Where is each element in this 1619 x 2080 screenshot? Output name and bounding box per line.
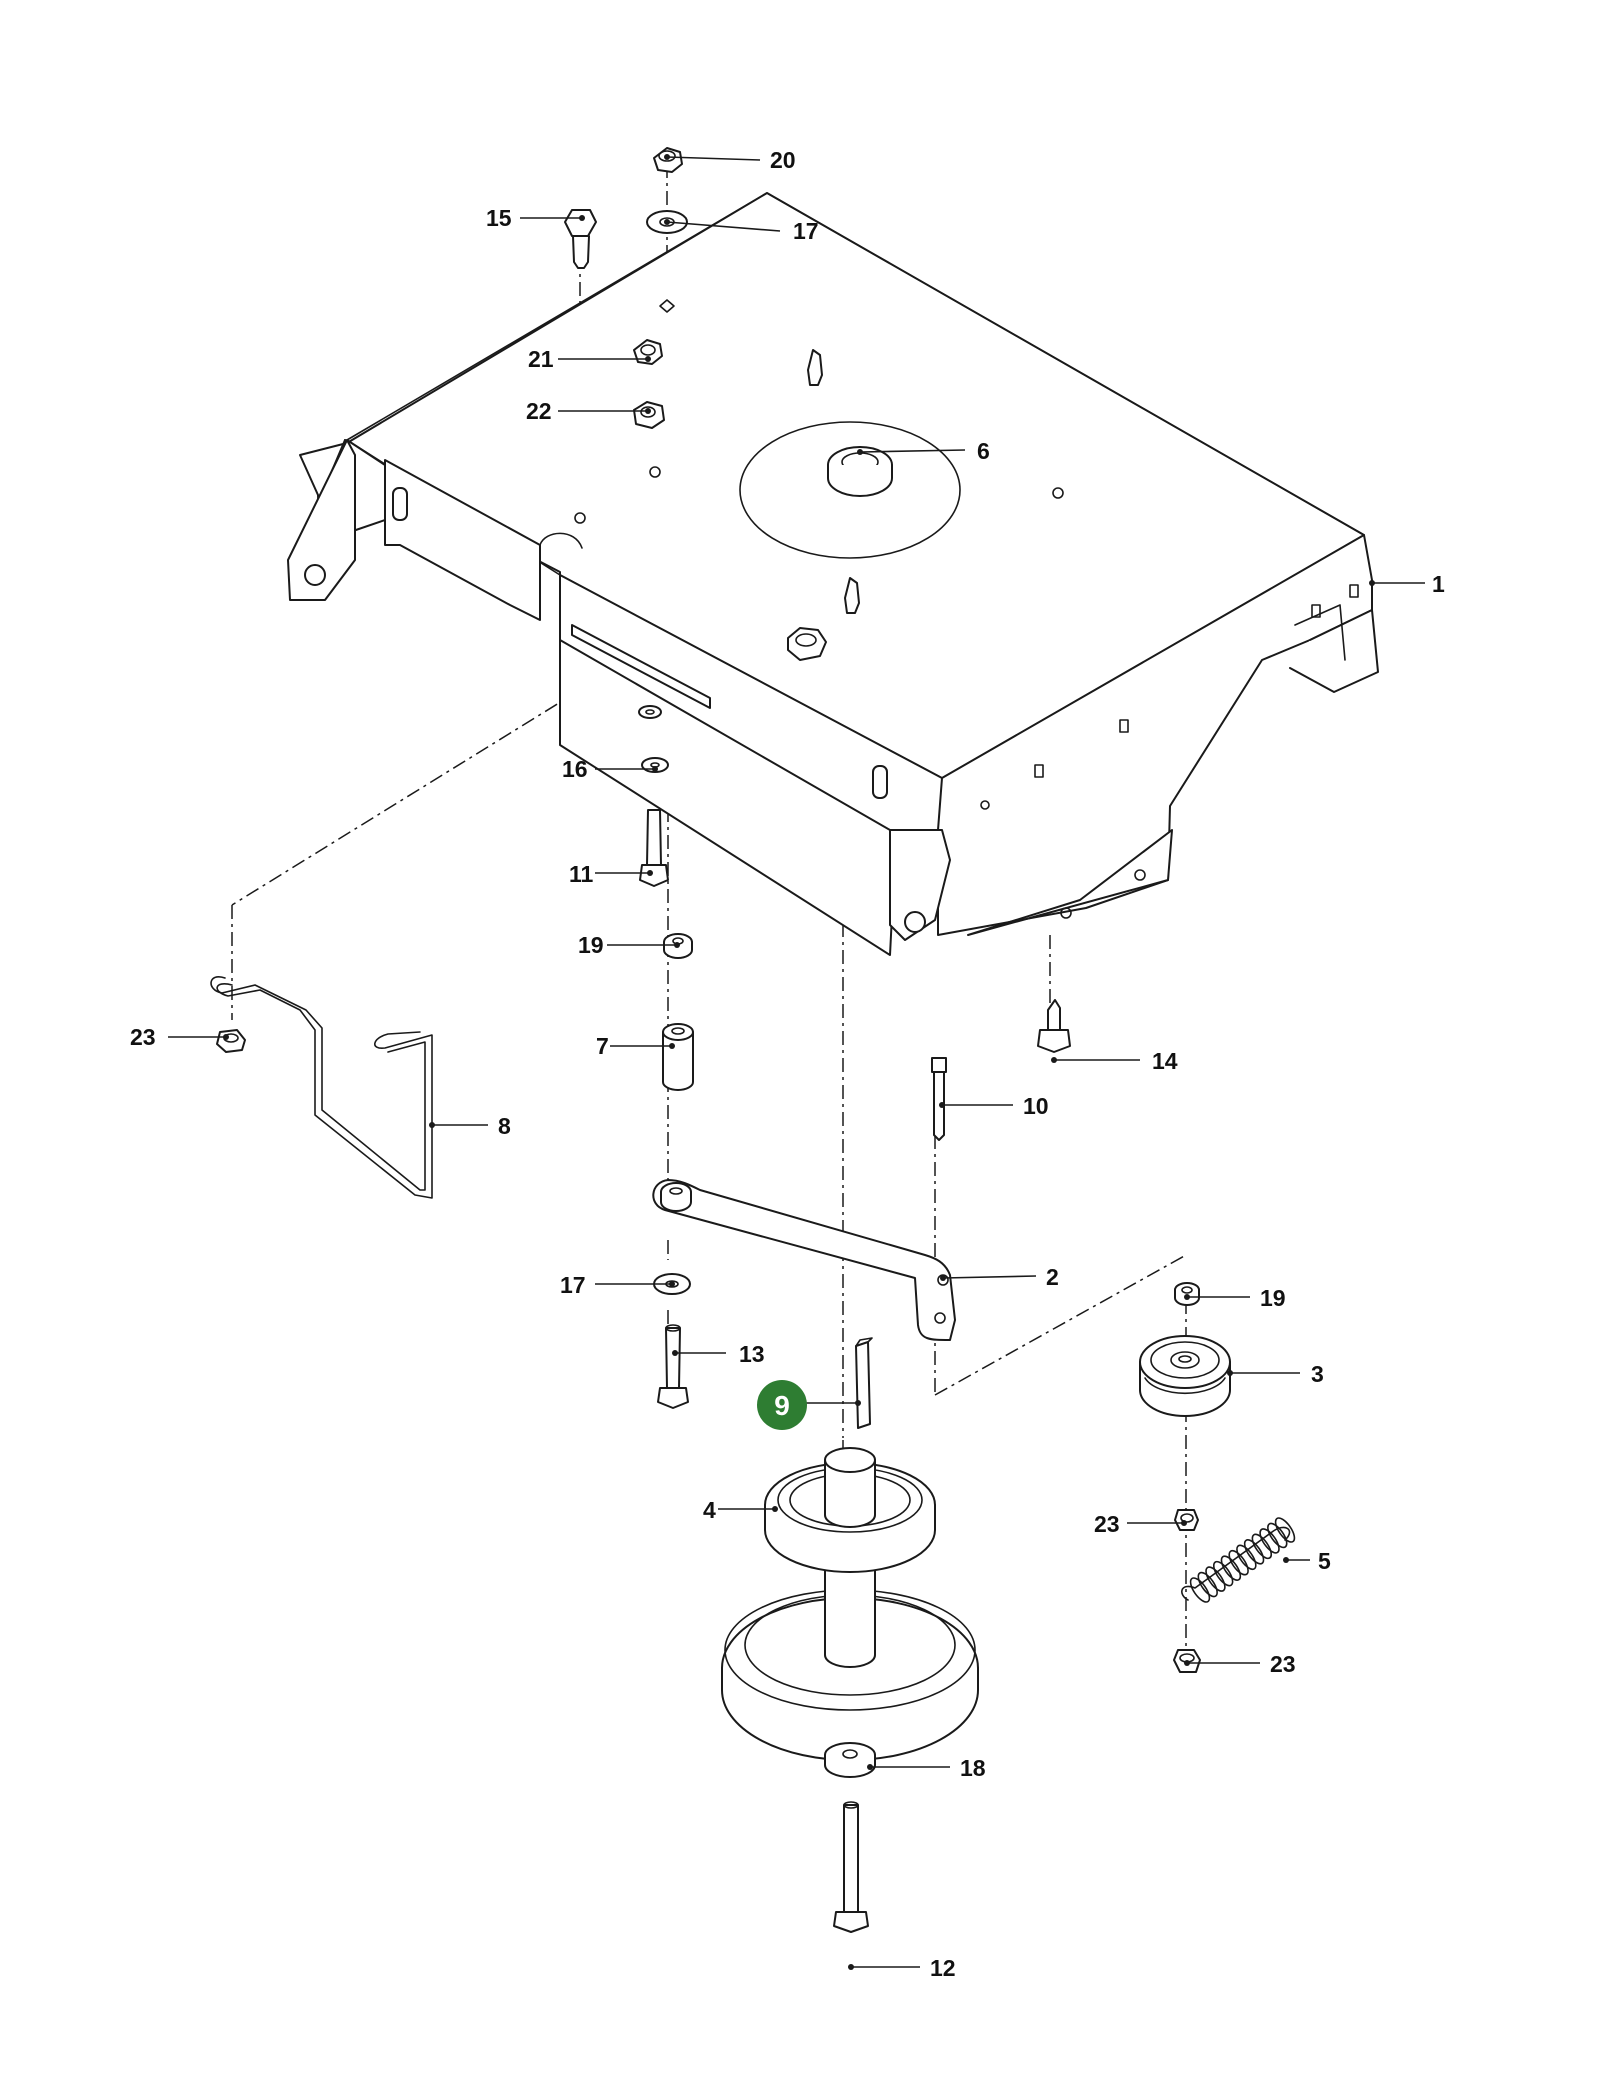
callout-labels: 20 17 15 21 22 6 1 16 11 19 7 23 8 14 10… — [130, 147, 1445, 1981]
callout-11: 11 — [569, 861, 594, 887]
part-5-spring — [1181, 1517, 1296, 1603]
part-22-nut — [633, 401, 665, 429]
callout-12: 12 — [930, 1955, 956, 1981]
callout-5: 5 — [1318, 1548, 1331, 1574]
spring-coil — [1205, 1566, 1226, 1592]
callout-18: 18 — [960, 1755, 986, 1781]
callout-2: 2 — [1046, 1264, 1059, 1290]
callout-19: 19 — [578, 932, 604, 958]
callout-13: 13 — [739, 1341, 765, 1367]
callout-1: 1 — [1432, 571, 1445, 597]
highlighted-callout-9[interactable]: 9 — [757, 1380, 807, 1430]
spring-coil — [1267, 1522, 1288, 1549]
callout-14: 14 — [1152, 1048, 1178, 1074]
part-18-washer — [824, 1742, 876, 1778]
spring-coil — [1197, 1571, 1218, 1598]
spring-coil — [1220, 1555, 1242, 1581]
part-21-nut — [633, 339, 663, 365]
callout-23-right-upper: 23 — [1094, 1511, 1120, 1537]
plate-hole — [659, 299, 675, 313]
spring-coil — [1259, 1528, 1280, 1554]
part-19-spacer — [663, 933, 693, 959]
part-11-bolt — [639, 809, 669, 887]
callout-23-left: 23 — [130, 1024, 156, 1050]
callout-7: 7 — [596, 1033, 609, 1059]
callout-8: 8 — [498, 1113, 511, 1139]
part-23-nut-right-upper — [1174, 1509, 1199, 1531]
part-8-wire-rod — [210, 976, 433, 1199]
callout-22: 22 — [526, 398, 552, 424]
callout-3: 3 — [1311, 1361, 1324, 1387]
callout-10: 10 — [1023, 1093, 1049, 1119]
spring-coil — [1243, 1539, 1265, 1565]
part-1-mounting-bracket — [287, 192, 1379, 956]
part-13-bolt — [657, 1324, 689, 1409]
callout-6: 6 — [977, 438, 990, 464]
part-9-key — [855, 1337, 873, 1429]
part-12-bolt — [833, 1801, 869, 1933]
callout-21: 21 — [528, 346, 554, 372]
spring-coil — [1251, 1533, 1273, 1560]
leader-lines — [168, 154, 1425, 1970]
part-16-washers — [638, 705, 669, 773]
part-20-nut — [653, 147, 683, 173]
callout-4: 4 — [703, 1497, 716, 1523]
part-4-pulley — [721, 1447, 979, 1761]
callout-9: 9 — [774, 1390, 790, 1421]
part-14-bolt — [1037, 999, 1071, 1053]
part-7-bushing — [662, 1023, 694, 1091]
spring-coil — [1228, 1549, 1249, 1576]
part-3-idler-pulley — [1139, 1335, 1231, 1417]
part-15-bolt — [564, 209, 597, 269]
part-2-idler-arm — [652, 1179, 956, 1341]
callout-17-lower: 17 — [560, 1272, 586, 1298]
spring-coil — [1274, 1517, 1296, 1543]
callout-15: 15 — [486, 205, 512, 231]
callout-17-top: 17 — [793, 218, 819, 244]
spring-coil — [1236, 1544, 1257, 1571]
spring-coil — [1212, 1560, 1234, 1587]
callout-23-right-lower: 23 — [1270, 1651, 1296, 1677]
spring-coil — [1189, 1577, 1211, 1603]
part-23-nut-left — [216, 1029, 246, 1053]
callout-20: 20 — [770, 147, 796, 173]
callout-16: 16 — [562, 756, 588, 782]
callout-19-right: 19 — [1260, 1285, 1286, 1311]
part-10-bolt — [931, 1057, 947, 1141]
